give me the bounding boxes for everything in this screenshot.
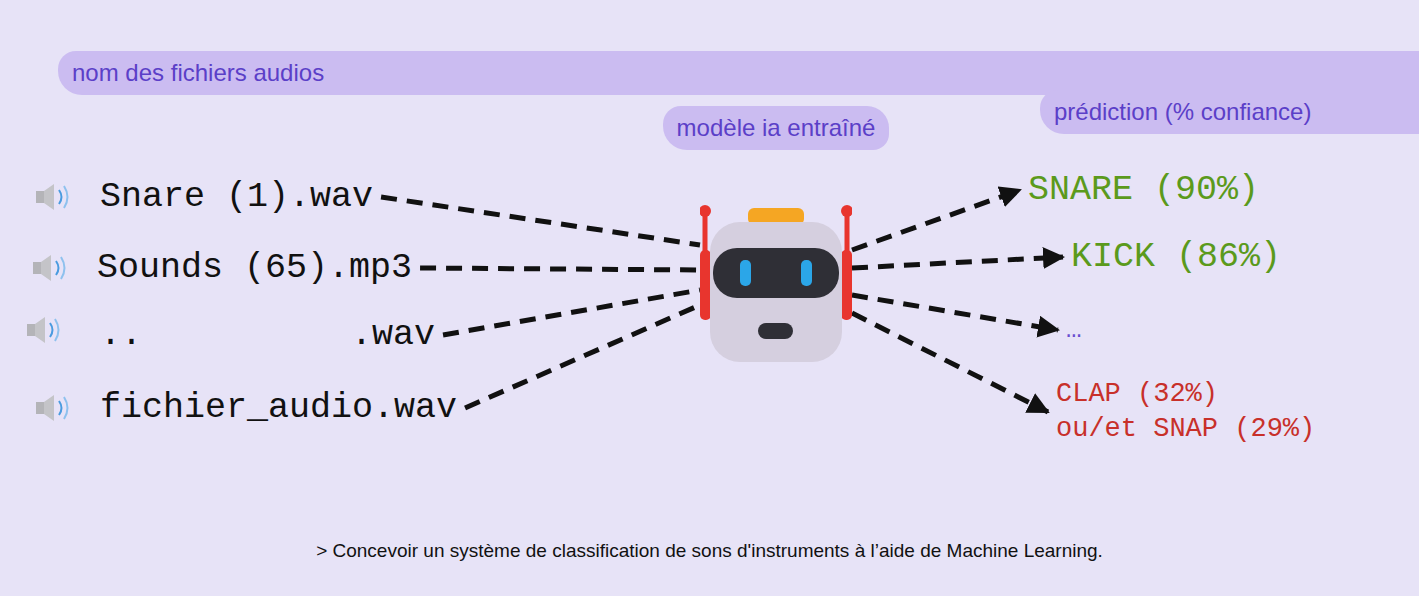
caption: > Concevoir un système de classification… [0,540,1419,562]
node-text: CLAP (32%) [1056,377,1315,412]
prediction-result: KICK (86%) [1071,237,1281,277]
dashed-connector [465,305,700,408]
node-text: .wav [351,315,435,355]
node-text: KICK (86%) [1071,237,1281,277]
node-text: Snare (1).wav [100,177,373,217]
audio-file-name: fichier_audio.wav [100,388,457,428]
node-text: SNARE (90%) [1028,170,1259,210]
dashed-connector [381,197,700,245]
robot-model: modèle ia entraîné [700,205,852,365]
node-text: nom des fichiers audios [72,59,324,86]
node-text: … [1066,315,1082,345]
speaker-icon [27,317,59,343]
robot-illustration [700,205,852,365]
node-text: ou/et SNAP (29%) [1056,412,1315,447]
dashed-connector [852,313,1048,412]
dashed-connector [852,295,1058,330]
dashed-connector [852,190,1020,250]
dashed-connector [443,290,700,335]
node-text: prédiction (% confiance) [1054,98,1311,125]
audio-file-name: Sounds (65).mp3 [97,248,412,288]
node-text: Sounds (65).mp3 [97,248,412,288]
prediction-result: CLAP (32%)ou/et SNAP (29%) [1056,377,1315,447]
dashed-connector [852,257,1063,268]
speaker-icon [36,184,68,210]
model-label: modèle ia entraîné [663,106,890,150]
audio-file-name: .. .wav [100,315,435,355]
node-text: fichier_audio.wav [100,388,457,428]
audio-file-name: Snare (1).wav [100,177,373,217]
heading-highlight: nom des fichiers audios [58,51,1419,95]
prediction-result: … [1066,315,1082,345]
speaker-icon [36,395,68,421]
speaker-icon [33,255,65,281]
node-text: .. [100,315,142,355]
heading-highlight: prédiction (% confiance) [1040,90,1419,134]
prediction-result: SNARE (90%) [1028,170,1259,210]
dashed-connector [420,268,700,270]
